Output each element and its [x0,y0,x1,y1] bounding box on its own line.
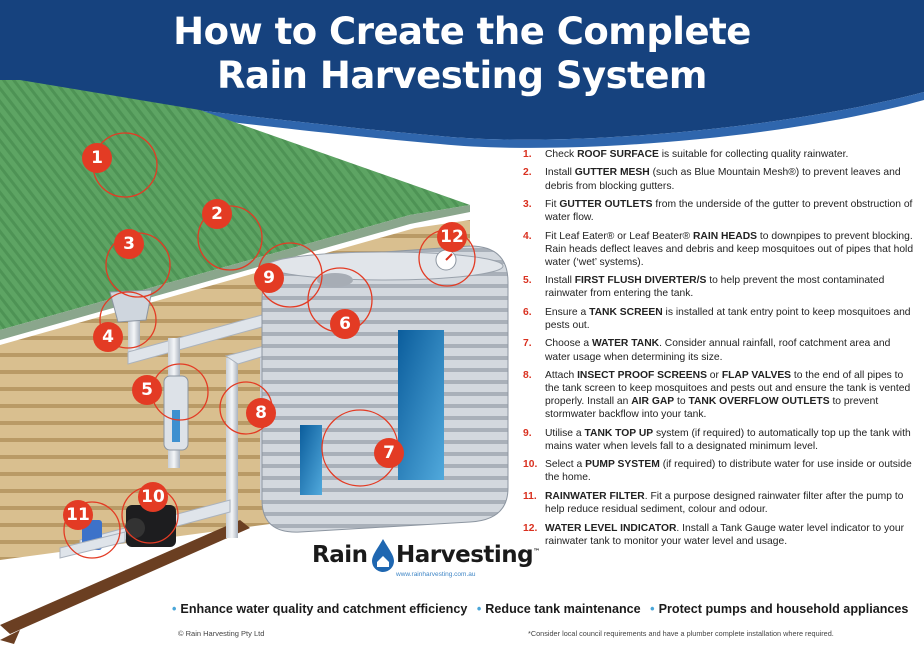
tank-window [398,330,444,480]
bullet-icon: • [172,602,177,616]
callout-6: 6 [330,309,360,339]
step-item: 4.Fit Leaf Eater® or Leaf Beater® RAIN H… [523,230,914,268]
step-item: 1.Check ROOF SURFACE is suitable for col… [523,149,849,160]
title-banner [0,0,924,148]
water-tank [261,245,509,533]
roof [0,80,470,330]
callout-1: 1 [82,143,112,173]
step-item: 8.Attach INSECT PROOF SCREENS or FLAP VA… [523,370,911,421]
callout-4: 4 [93,322,123,352]
water-drop-icon [372,539,394,572]
logo-word-harvesting: Harvesting™ [396,542,540,568]
step-item: 2.Install GUTTER MESH (such as Blue Moun… [523,167,901,192]
title-line-1: How to Create the Complete [173,10,751,53]
callout-3: 3 [114,229,144,259]
title-line-2: Rain Harvesting System [217,54,707,97]
step-item: 9.Utilise a TANK TOP UP system (if requi… [523,427,911,452]
steps-list: 1.Check ROOF SURFACE is suitable for col… [523,148,915,553]
benefit-1: Enhance water quality and catchment effi… [180,602,468,616]
footnote: *Consider local council requirements and… [528,629,834,638]
callout-2: 2 [202,199,232,229]
callout-9: 9 [254,263,284,293]
rain-head [109,289,153,323]
callout-10: 10 [138,482,168,512]
step-item: 12.WATER LEVEL INDICATOR. Install a Tank… [523,522,904,547]
stormwater-pipe [0,520,250,634]
step-item: 3.Fit GUTTER OUTLETS from the underside … [523,199,913,224]
callout-11: 11 [63,500,93,530]
logo-word-rain: Rain [312,542,368,568]
logo-url: www.rainharvesting.com.au [396,571,476,578]
copyright: © Rain Harvesting Pty Ltd [178,629,265,638]
callout-12: 12 [437,222,467,252]
callout-8: 8 [246,398,276,428]
benefits-bar: •Enhance water quality and catchment eff… [172,602,912,616]
bullet-icon: • [650,602,655,616]
benefit-2: Reduce tank maintenance [485,602,641,616]
bullet-icon: • [476,602,482,616]
step-item: 6.Ensure a TANK SCREEN is installed at t… [523,306,911,331]
step-item: 10.Select a PUMP SYSTEM (if required) to… [523,459,912,484]
step-item: 5.Install FIRST FLUSH DIVERTER/S to help… [523,275,885,300]
benefit-3: Protect pumps and household appliances [658,602,909,616]
page-title: How to Create the Complete Rain Harvesti… [0,10,924,98]
rain-harvesting-logo: Rain Harvesting™ www.rainharvesting.com.… [312,536,540,586]
callout-7: 7 [374,438,404,468]
step-item: 11.RAINWATER FILTER. Fit a purpose desig… [523,490,904,516]
callout-5: 5 [132,375,162,405]
step-item: 7.Choose a WATER TANK. Consider annual r… [523,338,891,363]
